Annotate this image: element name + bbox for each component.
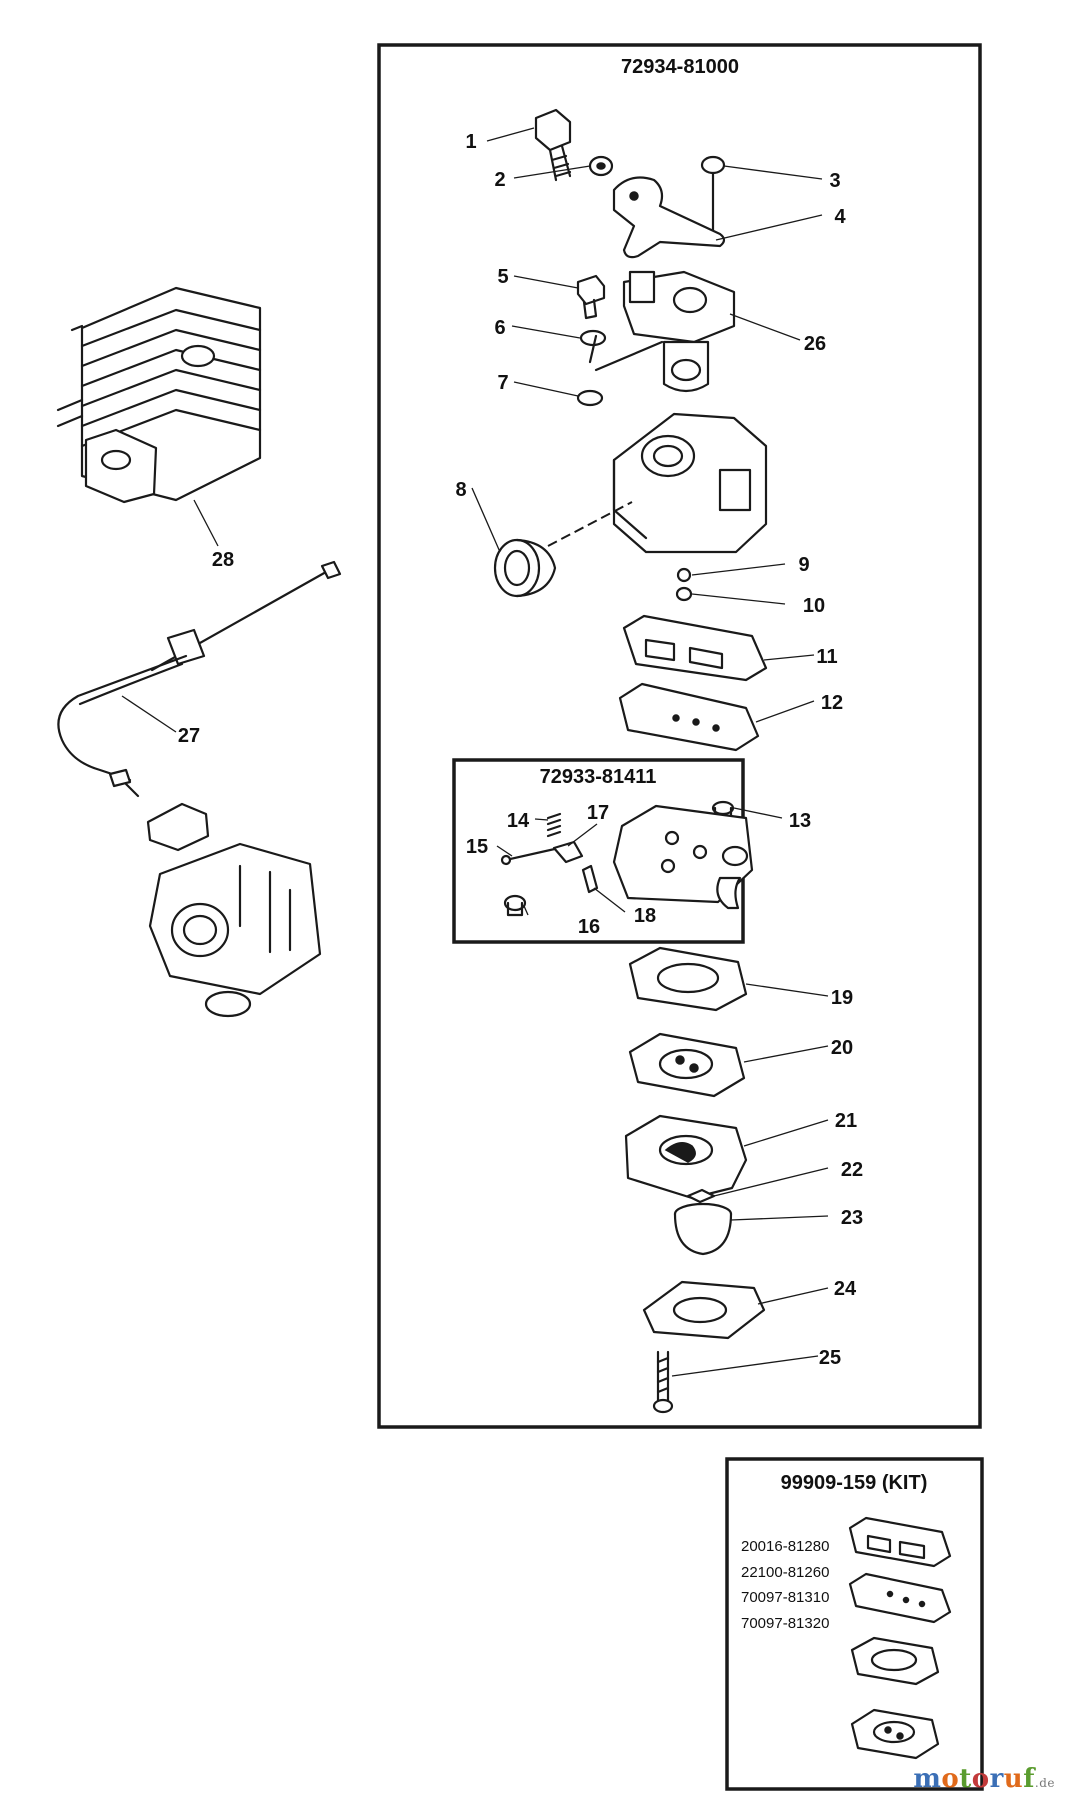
part-2-nut [588, 155, 614, 177]
part-18-needle [581, 864, 599, 894]
part-5-fitting [576, 274, 606, 320]
kit-part-2: 22100-81260 [741, 1564, 829, 1581]
kit-gasket-1-image [848, 1516, 952, 1568]
watermark-letter: u [1003, 1764, 1024, 1794]
pump-body-part-number: 72933-81411 [540, 766, 657, 788]
callout-23: 23 [841, 1207, 863, 1229]
part-23-primer-bulb [673, 1202, 733, 1256]
pump-body-casting [612, 804, 754, 910]
callout-3: 3 [829, 170, 840, 192]
kit-title: 99909-159 (KIT) [781, 1472, 928, 1494]
part-6-washer [579, 329, 607, 347]
carburetor-main-body [612, 412, 768, 554]
part-26-throttle-body [588, 270, 736, 393]
callout-17: 17 [587, 802, 609, 824]
kit-diaphragm-1-image [848, 1572, 952, 1624]
assembly-axis-line [547, 501, 633, 547]
callout-26: 26 [804, 333, 826, 355]
carburetor-assembled-view [146, 802, 322, 1018]
watermark-brand: motoruf [913, 1764, 1035, 1794]
carburetor-part-number: 72934-81000 [621, 56, 739, 78]
callout-19: 19 [831, 987, 853, 1009]
callout-22: 22 [841, 1159, 863, 1181]
callout-18: 18 [634, 905, 656, 927]
part-7-ring [576, 389, 604, 407]
callout-27: 27 [178, 725, 200, 747]
callout-1: 1 [465, 131, 476, 153]
callout-14: 14 [507, 810, 530, 832]
callout-11: 11 [816, 646, 837, 668]
leader-lines [121, 127, 829, 1377]
callout-25: 25 [819, 1347, 841, 1369]
watermark-letter: r [989, 1764, 1004, 1794]
part-1-adjusting-screw [534, 108, 572, 182]
part-9-washer [676, 567, 692, 583]
watermark-logo: motoruf.de [913, 1764, 1055, 1794]
part-14-spring [546, 812, 562, 838]
callout-15: 15 [466, 836, 488, 858]
callout-12: 12 [821, 692, 843, 714]
watermark-suffix: .de [1034, 1776, 1055, 1790]
part-10-ring [675, 586, 693, 602]
part-27-throttle-cable [57, 560, 342, 798]
part-28-cylinder [56, 286, 262, 547]
part-20-diaphragm [628, 1032, 746, 1098]
part-11-gasket [622, 614, 768, 682]
callout-16: 16 [578, 916, 600, 938]
callout-20: 20 [831, 1037, 853, 1059]
watermark-letter: t [959, 1764, 972, 1794]
carburetor-assembly-box [377, 43, 982, 1429]
kit-part-4: 70097-81320 [741, 1615, 829, 1632]
kit-part-3: 70097-81310 [741, 1589, 829, 1606]
kit-gasket-2-image [850, 1636, 940, 1686]
part-12-diaphragm [618, 682, 760, 752]
part-24-retainer [642, 1280, 766, 1340]
watermark-letter: o [941, 1764, 960, 1794]
callout-8: 8 [455, 479, 466, 501]
watermark-letter: m [913, 1764, 942, 1794]
part-17-lever [552, 840, 584, 864]
callout-10: 10 [803, 595, 825, 617]
callout-21: 21 [835, 1110, 857, 1132]
callout-2: 2 [494, 169, 505, 191]
callout-6: 6 [494, 317, 505, 339]
callout-24: 24 [834, 1278, 857, 1300]
part-3-screw [700, 155, 726, 237]
part-25-screw [652, 1350, 674, 1414]
kit-part-1: 20016-81280 [741, 1538, 829, 1555]
part-4-throttle-lever [612, 176, 726, 259]
watermark-letter: f [1023, 1764, 1035, 1794]
callout-7: 7 [497, 372, 508, 394]
kit-diaphragm-2-image [850, 1708, 940, 1760]
part-21-cover [624, 1114, 748, 1200]
part-19-gasket [628, 946, 748, 1012]
watermark-letter: o [971, 1764, 990, 1794]
callout-28: 28 [212, 549, 234, 571]
callout-9: 9 [798, 554, 809, 576]
part-8-seal [493, 538, 557, 598]
callout-13: 13 [789, 810, 811, 832]
kit-box [725, 1457, 984, 1791]
callout-5: 5 [497, 266, 508, 288]
part-16-screw [503, 894, 527, 917]
callout-4: 4 [834, 206, 846, 228]
